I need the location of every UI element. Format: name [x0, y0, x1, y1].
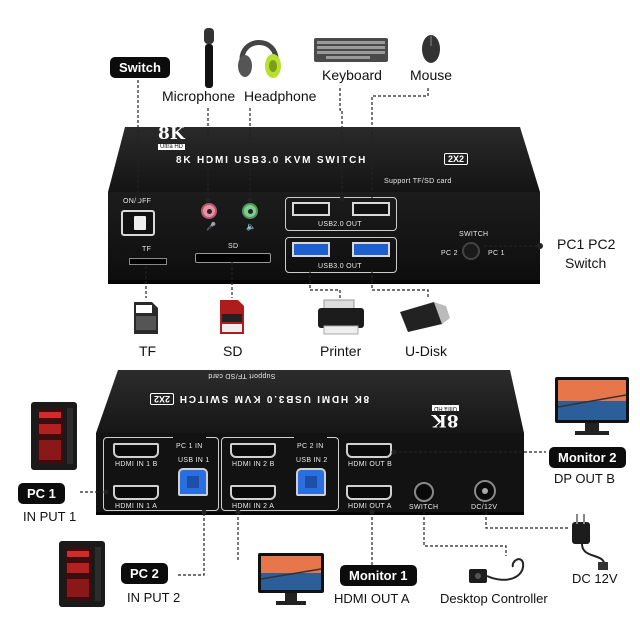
- pc1-in-tag: PC 1 IN: [173, 435, 206, 453]
- sd-label: SD: [223, 343, 243, 359]
- top-brand-8k: 8K: [158, 124, 185, 144]
- switch-jack-label: SWITCH: [409, 504, 439, 511]
- headphone-label: Headphone: [244, 88, 317, 104]
- top-device-title-badge: 2X2: [444, 153, 469, 165]
- pc1-pc2-label: PC1 PC2: [557, 236, 616, 252]
- dc-power-jack[interactable]: [474, 480, 496, 502]
- power-rocker-switch[interactable]: [121, 210, 155, 236]
- sd-slot-label: SD: [228, 243, 239, 250]
- dp-out-b-label: DP OUT B: [554, 471, 615, 486]
- dc-jack-label: DC/12V: [471, 504, 498, 511]
- top-brand-ultra: Ultra HD: [158, 144, 186, 150]
- printer-label: Printer: [320, 343, 362, 359]
- mouse-icon: [422, 35, 440, 63]
- sd-card-icon: [220, 300, 244, 334]
- hdmi-in-1b-port[interactable]: [113, 443, 159, 458]
- usb3-port-group: [285, 237, 397, 273]
- pc2-callout-pill: PC 2: [121, 563, 168, 584]
- hdmi-out-b-label: HDMI OUT B: [348, 461, 393, 468]
- dc12v-callout-label: DC 12V: [572, 571, 618, 586]
- monitor2-callout-pill: Monitor 2: [549, 447, 626, 468]
- hdmi-in-2a-port[interactable]: [230, 485, 276, 500]
- hdmi-out-a-callout-label: HDMI OUT A: [334, 591, 410, 606]
- pc2-in-tag: PC 2 IN: [294, 435, 327, 453]
- speaker-jack-icon: 🔈: [246, 222, 256, 231]
- mouse-label: Mouse: [410, 67, 453, 83]
- usb2-port-2[interactable]: [352, 202, 390, 216]
- pc1-callout-pill: PC 1: [18, 483, 65, 504]
- hdmi-in-1a-label: HDMI IN 1 A: [115, 503, 158, 510]
- usb-disk-icon: [400, 302, 450, 332]
- usb-in-1-port[interactable]: [178, 468, 208, 496]
- hdmi-in-2a-label: HDMI IN 2 A: [232, 503, 275, 510]
- udisk-label: U-Disk: [405, 343, 447, 359]
- pc2-in-group: [221, 437, 339, 511]
- microphone-icon: [204, 28, 214, 88]
- usb-in-1-label: USB IN 1: [178, 457, 210, 464]
- pc1-in-label: PC 1 IN: [176, 443, 203, 450]
- microphone-jack-icon: 🎤: [206, 222, 216, 231]
- hdmi-in-2b-label: HDMI IN 2 B: [232, 461, 275, 468]
- pc-switch-label: Switch: [565, 255, 607, 271]
- sd-card-slot[interactable]: [195, 253, 271, 263]
- hdmi-in-1a-port[interactable]: [113, 485, 159, 500]
- pc2-in-label: PC 2 IN: [297, 443, 324, 450]
- headphone-icon: [238, 40, 281, 78]
- monitor-icon-2: [555, 377, 629, 435]
- hdmi-in-2b-port[interactable]: [230, 443, 276, 458]
- switch-controller-jack[interactable]: [414, 482, 434, 502]
- hdmi-out-a-port[interactable]: [346, 485, 392, 500]
- hdmi-in-1b-label: HDMI IN 1 B: [115, 461, 158, 468]
- tf-label: TF: [139, 343, 157, 359]
- input2-label: IN PUT 2: [127, 590, 181, 605]
- keyboard-label: Keyboard: [322, 67, 382, 83]
- tf-card-slot[interactable]: [129, 258, 167, 265]
- pc1-in-group: [103, 437, 219, 511]
- switch-callout-pill: Switch: [110, 57, 170, 78]
- usb-in-2-port[interactable]: [296, 468, 326, 496]
- pc-tower-icon-2: [59, 541, 105, 607]
- usb3-out-label: USB3.0 OUT: [318, 263, 362, 270]
- usb3-port-2[interactable]: [352, 242, 390, 257]
- pc2-led-label: PC 2: [441, 250, 458, 257]
- usb3-port-1[interactable]: [292, 242, 330, 257]
- pc-tower-icon-1: [31, 402, 77, 470]
- hdmi-out-b-port[interactable]: [346, 443, 392, 458]
- printer-icon: [318, 299, 364, 335]
- input1-label: IN PUT 1: [23, 509, 77, 524]
- headphone-jack[interactable]: [242, 203, 258, 219]
- usb2-port-1[interactable]: [292, 202, 330, 216]
- monitor1-callout-pill: Monitor 1: [340, 565, 417, 586]
- microphone-jack[interactable]: [201, 203, 217, 219]
- desktop-controller-label: Desktop Controller: [440, 591, 548, 606]
- switch-button[interactable]: [462, 242, 480, 260]
- monitor-icon-1: [258, 553, 324, 605]
- tf-card-icon: [134, 302, 158, 334]
- keyboard-icon: [314, 38, 388, 62]
- hdmi-out-a-label: HDMI OUT A: [348, 503, 392, 510]
- usb2-out-label: USB2.0 OUT: [318, 221, 362, 228]
- pc1-led-label: PC 1: [488, 250, 505, 257]
- top-device-title: 8K HDMI USB3.0 KVM SWITCH: [176, 155, 368, 166]
- top-support-text: Support TF/SD card: [384, 178, 452, 185]
- power-adapter-icon: [572, 514, 608, 570]
- microphone-label: Microphone: [162, 88, 236, 104]
- tf-slot-label: TF: [142, 246, 152, 253]
- usb-in-2-label: USB IN 2: [296, 457, 328, 464]
- switch-button-label: SWITCH: [459, 231, 489, 238]
- desktop-controller-icon: [469, 558, 525, 583]
